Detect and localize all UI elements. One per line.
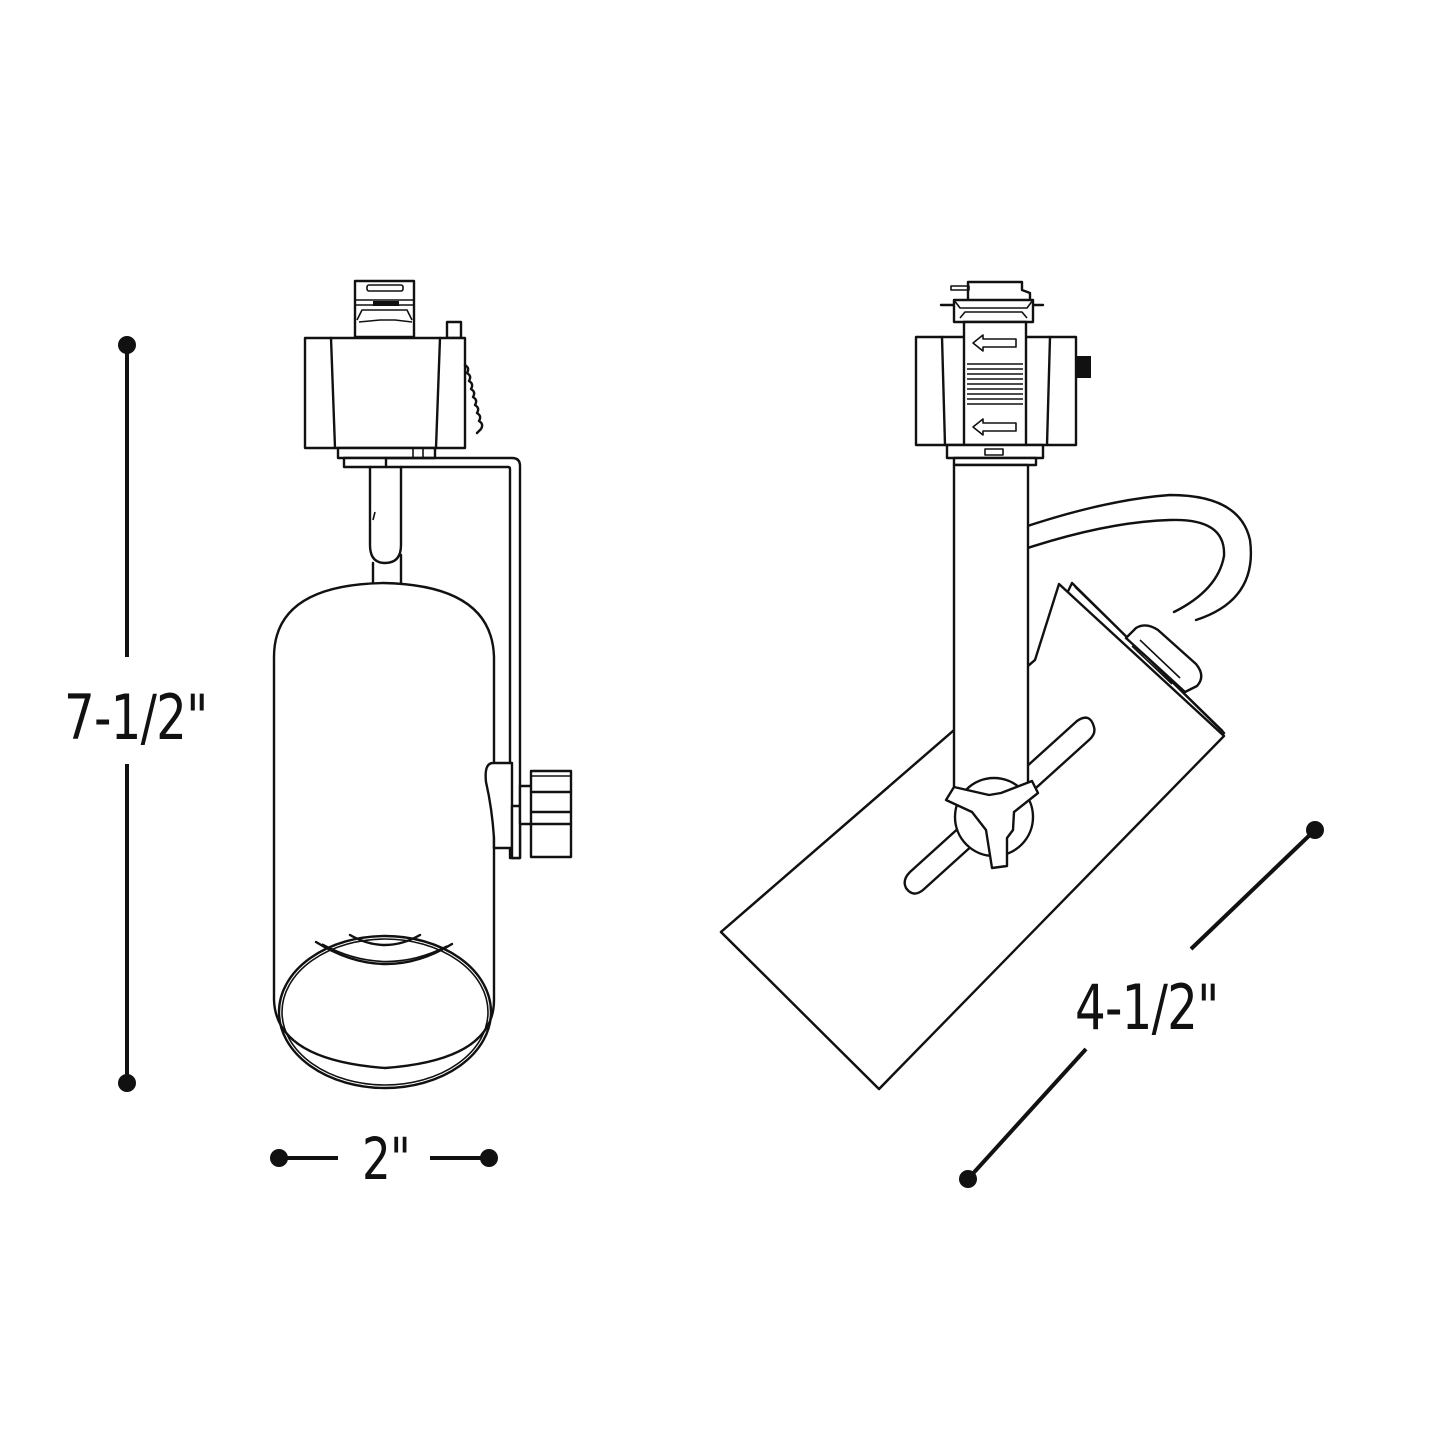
dimension-length [959,821,1324,1188]
track-adapter-plug [353,279,416,339]
front-lock-pin [445,320,463,340]
dimension-endpoint-icon [959,1170,977,1188]
adapter-dial-ridges [463,363,484,435]
power-cord [1002,493,1253,622]
dimension-endpoint-icon [118,336,136,354]
height-dimension-label: 7-1/2" [64,681,208,754]
pivot-yoke [944,779,1040,870]
cylinder-body [272,581,496,1070]
side-clamp [484,761,514,850]
dimension-height [118,336,136,1092]
adjustment-slot [903,716,1096,895]
dimension-width [270,1149,498,1167]
lens-opening [277,934,493,1090]
arrow-icon-lower [972,418,1017,436]
side-stem [952,463,1030,792]
dimension-endpoint-icon [1306,821,1324,839]
striped-label [967,363,1023,405]
arrow-icon-upper [972,334,1017,352]
width-dimension-label: 2" [362,1125,411,1193]
tilt-knob [529,769,573,859]
side-adapter-housing [914,320,1091,447]
front-view-fixture [272,279,573,1090]
stem [368,465,403,587]
cord-strain-relief [1124,624,1203,694]
dimension-endpoint-icon [480,1149,498,1167]
dimension-endpoint-icon [270,1149,288,1167]
length-dimension-label: 4-1/2" [1075,971,1219,1044]
dimension-endpoint-icon [118,1074,136,1092]
side-lock-button [1077,356,1091,378]
side-view-fixture [719,280,1253,1091]
side-track-adapter [939,280,1045,324]
adapter-housing [303,336,484,450]
